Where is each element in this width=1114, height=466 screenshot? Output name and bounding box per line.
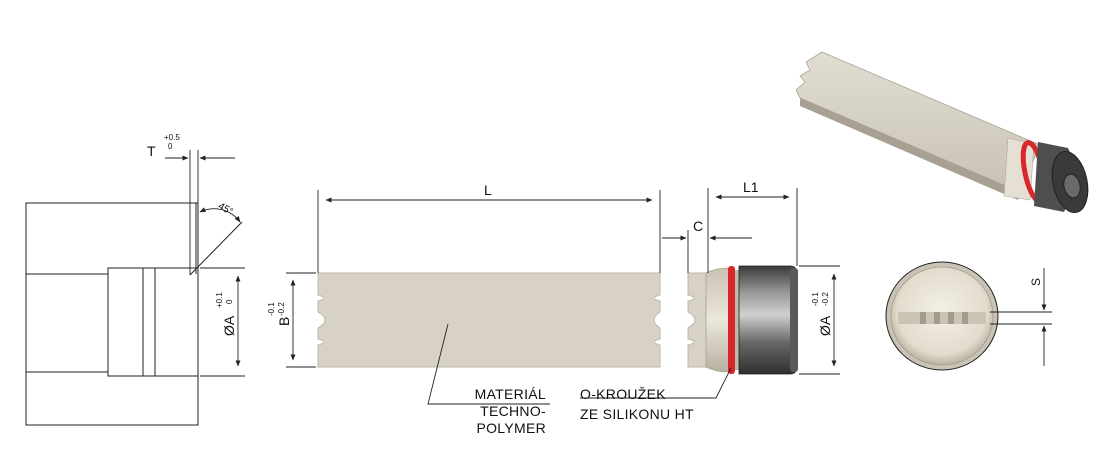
oring-line-1: O-KROUŽEK — [580, 386, 666, 402]
iso-blade — [795, 51, 1041, 193]
material-leader — [427, 323, 550, 405]
oring-gap — [735, 270, 739, 370]
dim-t-label: T — [147, 143, 156, 159]
isometric-view — [795, 51, 1089, 214]
dim-l-label: L — [484, 182, 492, 198]
dim-t-tol-upper: +0.5 — [164, 133, 180, 142]
oring-line-2: ZE SILIKONU HT — [580, 406, 694, 422]
iso-cap-inner — [1063, 173, 1081, 199]
dim-a-left-tol-upper: +0.1 — [215, 292, 224, 308]
dim-b-tol-upper: -0.1 — [267, 302, 276, 316]
dim-a-left-tol-lower: 0 — [225, 299, 234, 304]
angle-label: 45° — [216, 201, 235, 218]
end-view-tooth-1 — [920, 312, 926, 324]
dim-b-label: B — [276, 317, 292, 326]
end-view-tooth-3 — [948, 312, 954, 324]
dim-a-left — [200, 267, 245, 377]
material-line-1: MATERIÁL — [474, 386, 546, 402]
chamfer-line — [189, 221, 243, 276]
inserted-plug — [107, 267, 199, 377]
end-view-tooth-4 — [962, 312, 968, 324]
end-view-tooth-2 — [934, 312, 940, 324]
dim-l1 — [707, 188, 798, 266]
dim-a-right — [799, 265, 840, 375]
oring-label: O-KROUŽEK ZE SILIKONU HT — [580, 386, 694, 423]
material-label: MATERIÁL TECHNO- POLYMER — [460, 386, 546, 437]
material-line-2: TECHNO- — [480, 403, 546, 419]
angle-arc — [199, 207, 241, 223]
left-section-view — [25, 202, 243, 426]
oring-red — [728, 266, 735, 374]
iso-blade-side — [800, 98, 1020, 200]
cap-rim — [790, 268, 798, 372]
blade-body — [317, 272, 661, 368]
dim-b — [286, 272, 316, 368]
dim-a-right-tol-upper: -0.1 — [811, 292, 820, 306]
dim-a-right-label: ØA — [817, 315, 833, 336]
dim-b-tol-lower: -0.2 — [277, 302, 286, 316]
dim-c-label: C — [693, 218, 703, 234]
dim-a-right-tol-lower: -0.2 — [821, 292, 830, 306]
dim-s — [990, 268, 1052, 366]
dim-l — [317, 190, 661, 273]
material-line-3: POLYMER — [476, 420, 546, 436]
end-view-slot — [898, 312, 986, 324]
dim-t-tol-lower: 0 — [168, 142, 173, 151]
dim-a-left-label: ØA — [221, 315, 237, 336]
dim-c — [662, 230, 752, 273]
blade-main — [317, 272, 661, 368]
dim-l1-label: L1 — [743, 179, 759, 195]
plug-head — [687, 265, 798, 375]
end-view — [885, 261, 999, 371]
cap-body — [738, 265, 798, 375]
oring-leader — [580, 367, 732, 399]
dim-t — [165, 150, 235, 275]
dim-s-label: S — [1029, 278, 1043, 286]
plug-tongue — [687, 272, 709, 368]
